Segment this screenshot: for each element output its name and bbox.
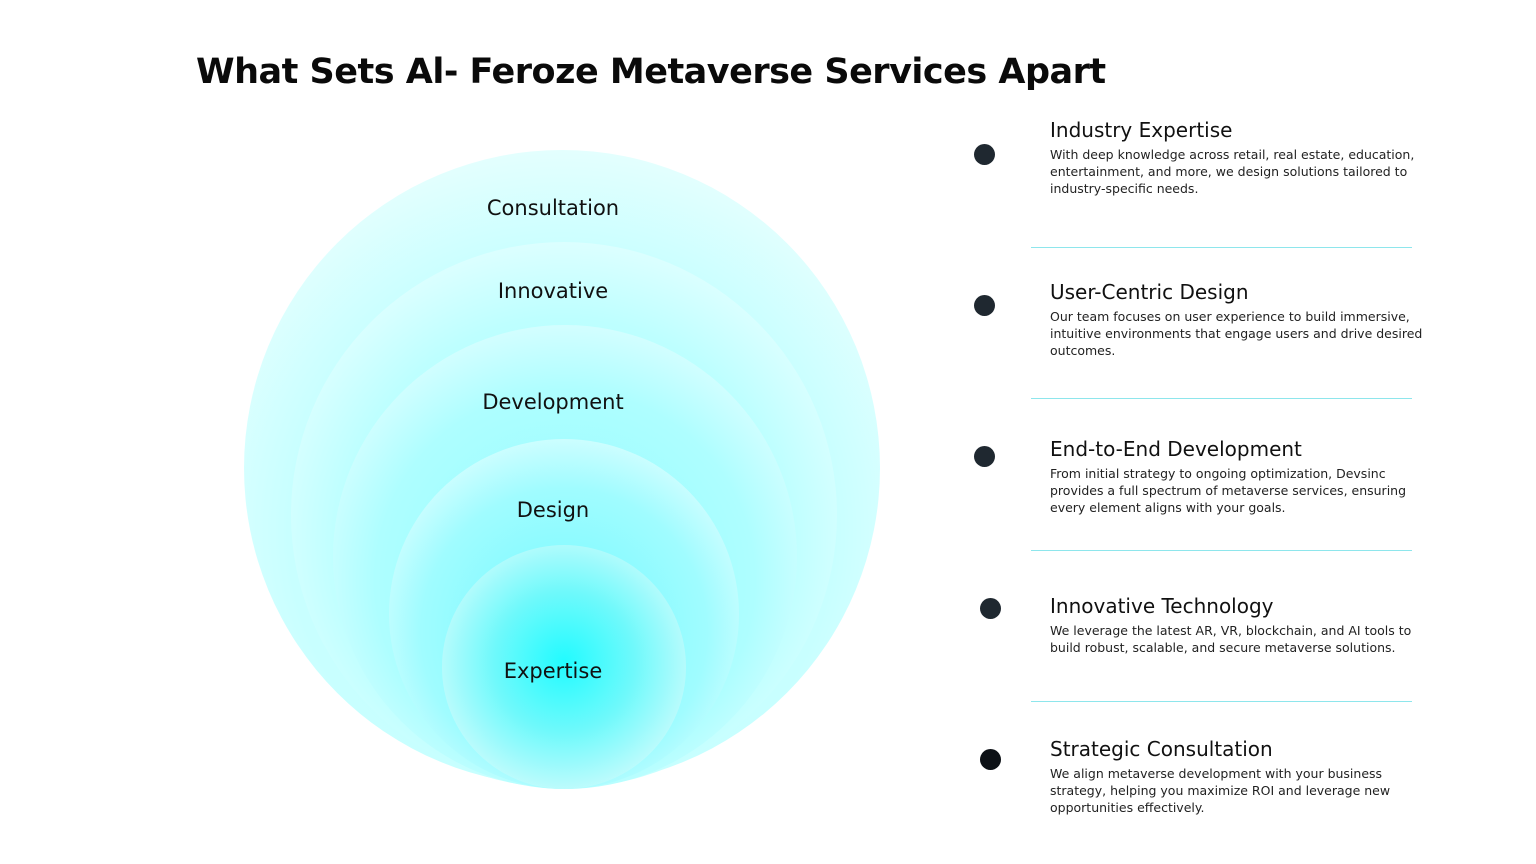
feature-description: With deep knowledge across retail, real … — [1050, 147, 1415, 196]
feature-title: User-Centric Design — [1050, 280, 1249, 304]
ring-label: Development — [482, 390, 624, 414]
bullet-dot-icon — [974, 295, 995, 316]
feature-item: Industry Expertise With deep knowledge a… — [1050, 118, 1430, 197]
feature-title: End-to-End Development — [1050, 437, 1302, 461]
feature-item: Innovative Technology We leverage the la… — [1050, 594, 1430, 656]
bullet-dot-icon — [974, 446, 995, 467]
feature-description: From initial strategy to ongoing optimiz… — [1050, 466, 1407, 515]
ring-label: Expertise — [503, 659, 603, 683]
ring-label: Consultation — [486, 196, 620, 220]
bullet-dot-icon — [980, 749, 1001, 770]
feature-description: We align metaverse development with your… — [1050, 766, 1391, 815]
feature-item: User-Centric Design Our team focuses on … — [1050, 280, 1430, 359]
divider — [1031, 550, 1412, 551]
feature-title: Innovative Technology — [1050, 594, 1274, 618]
ring-expertise — [442, 545, 686, 789]
bullet-dot-icon — [980, 598, 1001, 619]
bullet-dot-icon — [974, 144, 995, 165]
feature-description: We leverage the latest AR, VR, blockchai… — [1050, 623, 1412, 655]
page-title: What Sets Al- Feroze Metaverse Services … — [196, 52, 1106, 92]
divider — [1031, 247, 1412, 248]
divider — [1031, 701, 1412, 702]
ring-label: Innovative — [497, 279, 609, 303]
feature-description: Our team focuses on user experience to b… — [1050, 309, 1423, 358]
feature-title: Industry Expertise — [1050, 118, 1233, 142]
feature-item: Strategic Consultation We align metavers… — [1050, 737, 1430, 816]
feature-item: End-to-End Development From initial stra… — [1050, 437, 1430, 516]
feature-title: Strategic Consultation — [1050, 737, 1273, 761]
ring-label: Design — [516, 498, 590, 522]
divider — [1031, 398, 1412, 399]
